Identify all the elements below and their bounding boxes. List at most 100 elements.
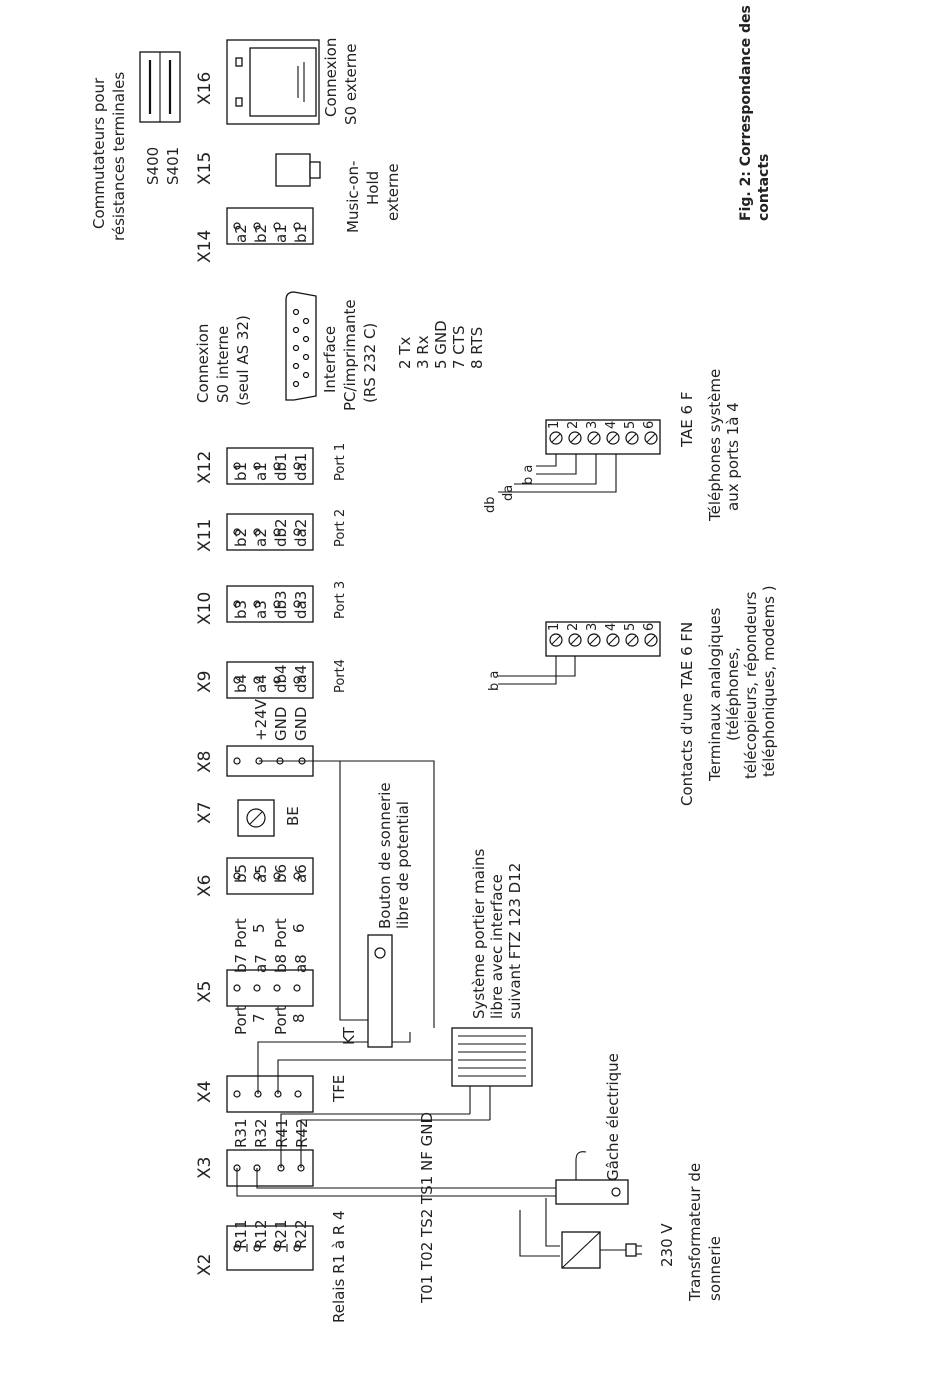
transfo-line2: sonnerie [706,1236,724,1301]
tae6f-pin-number: 6 [642,421,657,429]
x11-pin-da2: da2 [292,519,310,547]
rj45-socket [226,39,320,125]
x5-title: X5 [195,981,215,1003]
tae6fn-pin-slash [551,635,561,645]
x7-title: X7 [195,802,215,824]
x8-title: X8 [195,751,215,773]
x6-port6-label: Port [272,918,290,948]
pc-interface-line2: PC/imprimante [341,299,359,411]
x6-port6-num: 6 [290,923,308,933]
x10-pin-db3: db3 [272,590,290,619]
x3-pin-r31: R31 [232,1118,250,1148]
x14-pin-b1: b1 [292,224,310,243]
x3-title: X3 [195,1157,215,1179]
tae6fn-pin-slash [589,635,599,645]
x9-port-label: Port4 [333,659,348,693]
x12-title: X12 [195,451,215,484]
x5-port7-num: 7 [250,1013,268,1023]
figure-caption-line1: Fig. 2: Correspondance des [738,5,754,221]
x2-pin-r21: R21 [272,1219,290,1249]
x14-title: X14 [195,230,215,263]
x6-port5-num: 5 [250,923,268,933]
x10-port-label: Port 3 [333,581,348,619]
x2-pin-r11: R11 [232,1219,250,1249]
connector-x10 [226,585,314,623]
connector-x4 [226,1075,314,1113]
bouton-line1: Bouton de sonnerie [376,782,394,929]
x12-pin-b1: b1 [232,462,250,481]
tae6f-pin-slash [551,433,561,443]
x11-title: X11 [195,519,215,552]
x6-pin-a6: a6 [292,864,310,883]
x8-pin-gnd2: GND [292,707,310,741]
x2-title: X2 [195,1254,215,1276]
tae6f-socket [545,419,661,455]
x8-pin-gnd1: GND [272,707,290,741]
x11-pin-a2: a2 [252,528,270,547]
tae6fn-pin-number: 1 [547,623,562,631]
bouton-line2: libre de potential [394,801,412,929]
x3-pin-r41: R41 [273,1118,291,1148]
ring-button [367,934,393,1048]
x9-title: X9 [195,671,215,693]
tel-system-line1: Téléphones système [706,369,724,522]
tae6fn-pin-slash [627,635,637,645]
x7-be-label: BE [284,806,302,826]
x6-title: X6 [195,875,215,897]
tae6fn-pin-number: 4 [604,623,619,631]
x16-title: X16 [195,72,215,105]
connector-x3 [226,1149,314,1187]
tae6f-pin-number: 5 [623,421,638,429]
v230-label: 230 V [658,1223,676,1267]
x6-pin-a5: a5 [252,864,270,883]
portier-line1: Système portier mains [470,849,488,1019]
x12-pin-a1: a1 [252,462,270,481]
x6-port5-label: Port [232,918,250,948]
tae6f-pin-slash [646,433,656,443]
tae6f-ba-label: b a [521,465,536,485]
analog-line4: téléphoniques, modems ) [760,585,778,777]
analog-line2: (téléphones, [724,647,742,741]
x8-pin-24v: +24V [252,698,270,741]
tae6f-pin-number: 1 [547,421,562,429]
transfo-line1: Transformateur de [686,1163,704,1302]
x5-pin-b8: b8 [272,954,290,973]
tae6fn-pin-slash [570,635,580,645]
portier-line2: libre avec interface [488,874,506,1019]
connector-x2 [226,1225,314,1271]
x11-port-label: Port 2 [333,509,348,547]
pc-interface-line1: Interface [321,326,339,393]
x2-pin-r22: R22 [292,1219,310,1249]
x9-pin-a4: a4 [252,674,270,693]
s400-label: S400 [144,147,162,185]
kt-label: KT [340,1026,358,1045]
tae6f-da-label: da [501,485,516,501]
comm-line1: Commutateurs pour [90,77,108,229]
x4-tfe-label: TFE [330,1075,348,1103]
x3-pin-r42: R42 [293,1118,311,1148]
x6-pin-b5: b5 [232,864,250,883]
tae6f-pin-number: 4 [604,421,619,429]
x3-pin-r32: R32 [252,1118,270,1148]
bottom-signal-labels: T01 T02 TS2 TS1 NF GND [418,1112,436,1304]
x12-port-label: Port 1 [333,443,348,481]
db9-connector [285,291,317,401]
pc-interface-line3: (RS 232 C) [361,323,379,403]
x10-pin-b3: b3 [232,600,250,619]
x12-pin-db1: db1 [272,452,290,481]
tae6f-pin-number: 2 [566,421,581,429]
s0ext-line2: S0 externe [342,44,360,125]
tel-system-line2: aux ports 1à 4 [724,402,742,511]
x9-pin-da4: da4 [292,665,310,693]
termination-switches [139,51,181,123]
x5-port8-num: 8 [290,1013,308,1023]
analog-line3: télécopieurs, répondeurs [742,591,760,779]
tae6fn-wires [498,656,576,685]
tae6fn-ba-label: b a [487,671,502,691]
rs232-pin-rx: 3 Rx [414,335,432,369]
tae6f-label: TAE 6 F [678,392,696,448]
door-intercom [451,1027,533,1087]
gache-label: Gâche électrique [604,1053,622,1181]
x5-port8-label: Port [272,1005,290,1035]
